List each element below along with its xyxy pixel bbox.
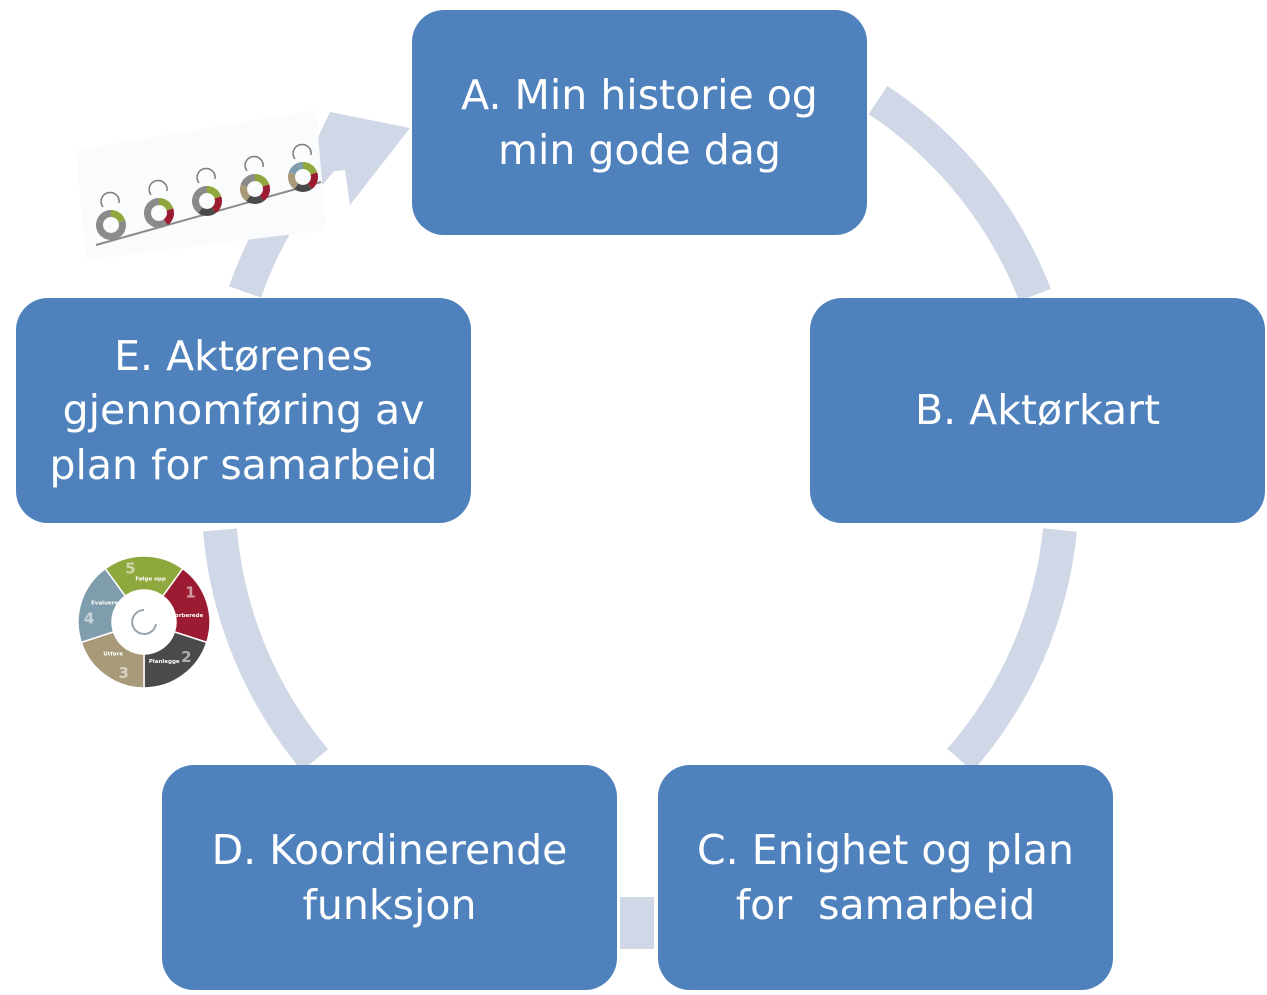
node-b-aktorkart: B. Aktørkart (810, 298, 1265, 523)
node-e-line1: E. Aktørenes (114, 332, 373, 381)
mini-cycle-3-arrow-icon (196, 167, 216, 184)
node-e-aktorenes-gjennomforing: E. Aktørenes gjennomføring av plan for sam… (16, 298, 471, 523)
connector-c-d (620, 897, 654, 949)
connector-b-c (947, 528, 1077, 772)
mini-cycle-4-segment-3 (246, 195, 264, 204)
mini-cycle-2-segment-5 (144, 198, 159, 211)
node-d-koordinerende-funksjon: D. Koordinerende funksjon (162, 765, 617, 990)
cycle-step-1-label: Forberede (172, 613, 204, 619)
cycle-step-3-label: Utføre (103, 651, 123, 657)
mini-cycle-5-segment-4 (288, 172, 299, 190)
node-a-line1: A. Min historie og (461, 71, 818, 120)
mini-cycle-3 (192, 167, 223, 216)
mini-cycle-1 (96, 191, 126, 240)
node-c-line2: for samarbeid (735, 880, 1036, 929)
mini-cycle-5-segment-1 (303, 162, 318, 175)
node-c-line1: C. Enighet og plan (697, 826, 1074, 875)
node-e-line2: gjennomføring av (62, 386, 425, 435)
mini-cycle-2-segment-1 (159, 198, 174, 211)
mini-cycle-2-arrow-icon (148, 179, 168, 196)
mini-cycle-5-segment-5 (288, 162, 303, 175)
mini-cycle-4 (240, 155, 270, 204)
cycle-step-5-label: Følge opp (135, 576, 165, 582)
mini-cycle-1-segment-5 (96, 210, 111, 223)
mini-cycle-2 (144, 179, 174, 228)
mini-cycle-2-segment-4 (144, 208, 155, 226)
cycle-step-2-label: Planlegge (149, 659, 180, 665)
mini-cycle-4-segment-4 (240, 184, 251, 202)
connector-d-e (203, 528, 329, 771)
node-e-line3: plan for samarbeid (49, 440, 438, 489)
cycle-step-1-number: 1 (185, 584, 195, 602)
mini-cycle-4-arrow-icon (244, 155, 264, 172)
mini-cycle-4-segment-2 (259, 184, 270, 202)
cycle-step-2-number: 2 (181, 648, 191, 666)
mini-cycle-5-segment-2 (307, 172, 318, 190)
cycle-step-4-number: 4 (84, 609, 94, 627)
cycle-step-3-number: 3 (118, 664, 128, 682)
mini-cycle-5-segment-3 (294, 183, 312, 192)
mini-cycle-1-segment-1 (111, 210, 126, 223)
mini-cycle-1-segment-2 (115, 220, 126, 238)
mini-cycle-1-segment-3 (102, 231, 120, 240)
mini-cycle-3-segment-2 (211, 196, 223, 214)
cycle-progress-image (76, 110, 326, 260)
node-d-line1: D. Koordinerende (211, 826, 568, 875)
node-d-line2: funksjon (302, 880, 477, 929)
mini-cycle-3-segment-3 (198, 207, 216, 216)
mini-cycle-5 (288, 143, 318, 192)
mini-cycle-4-segment-5 (240, 174, 255, 187)
mini-cycle-1-arrow-icon (100, 191, 120, 208)
mini-cycle-3-segment-4 (192, 196, 203, 214)
mini-cycle-2-segment-3 (150, 219, 168, 228)
mini-cycle-1-segment-4 (96, 220, 107, 238)
mini-cycle-3-segment-5 (192, 186, 207, 199)
node-a-line2: min gode dag (498, 125, 781, 174)
node-c-enighet-og-plan: C. Enighet og plan for samarbeid (658, 765, 1113, 990)
connector-a-b (868, 85, 1051, 302)
node-a-min-historie: A. Min historie og min gode dag (412, 10, 867, 235)
node-b-line1: B. Aktørkart (914, 386, 1161, 435)
cycle-step-4-label: Evaluere (91, 600, 118, 606)
mini-cycle-3-segment-1 (207, 186, 222, 199)
mini-cycle-4-segment-1 (255, 174, 270, 187)
mini-cycle-5-arrow-icon (292, 143, 312, 160)
connector-arrowhead (300, 112, 410, 205)
refresh-icon (131, 609, 157, 635)
mini-cycle-2-segment-2 (163, 208, 174, 226)
cycle-step-5-number: 5 (125, 560, 135, 578)
